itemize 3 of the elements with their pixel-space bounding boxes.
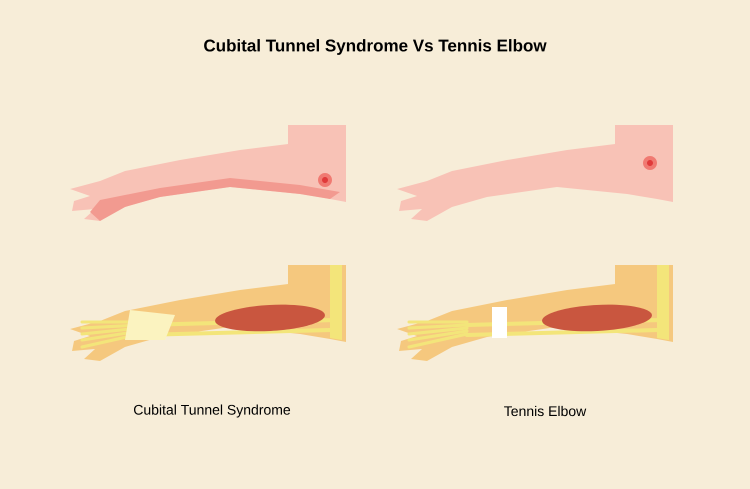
title: Cubital Tunnel Syndrome Vs Tennis Elbow	[204, 39, 547, 55]
caption: Cubital Tunnel Syndrome	[134, 404, 290, 418]
caption: Tennis Elbow	[504, 406, 586, 416]
